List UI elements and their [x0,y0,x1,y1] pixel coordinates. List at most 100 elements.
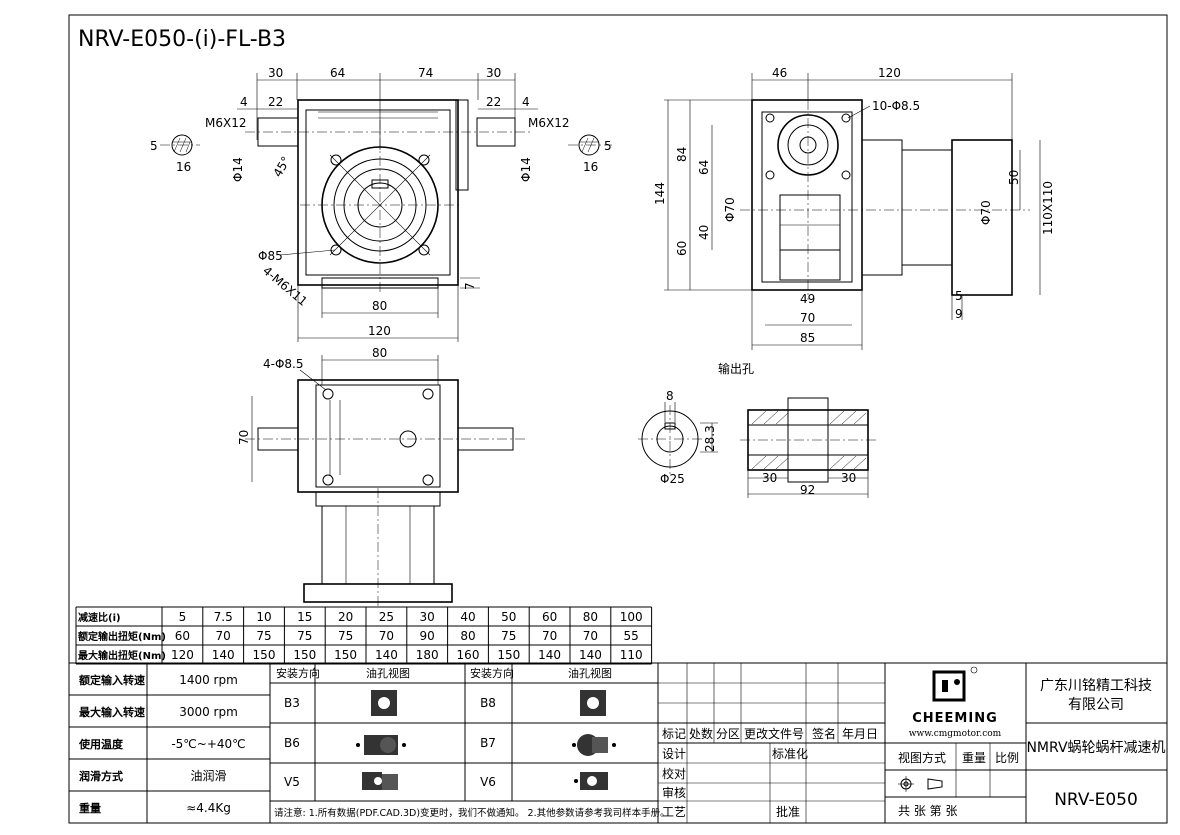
ratio-cell: 140 [579,648,602,662]
drawing-title: NRV-E050-(i)-FL-B3 [78,27,286,52]
ratio-cell: 60 [542,610,557,624]
ratio-cell: 70 [542,629,557,643]
ratio-cell: 150 [253,648,276,662]
pcd-label: Φ85 [258,249,283,263]
ratio-row-label: 减速比(i) [78,611,121,624]
mount-header-view-left: 油孔视图 [366,666,410,680]
ratio-cell: 80 [460,629,475,643]
ratio-cell: 140 [212,648,235,662]
ratio-cell: 110 [620,648,643,662]
ratio-label: 比例 [995,751,1019,765]
ratio-cell: 90 [420,629,435,643]
brand-name: CHEEMING [912,711,998,726]
spec-value: 3000 rpm [179,705,238,719]
sheet-border [68,14,1168,824]
model-name: NRV-E050 [1054,790,1138,810]
side-dim-144: 144 [653,182,667,205]
mount-table: 安装方向 油孔视图 安装方向 油孔视图 B3 B6 V5 B8 B7 V6 请注… [269,663,670,823]
weight-label: 重量 [962,751,986,765]
ratio-cell: 50 [501,610,516,624]
side-holes-label: 10-Φ8.5 [872,99,920,113]
ratio-cell: 150 [293,648,316,662]
mount-right-b7: B7 [480,736,496,750]
ratio-cell: 100 [620,610,643,624]
output-dim-30-right: 30 [841,471,856,485]
side-dim-64: 64 [697,160,711,175]
role-check: 校对 [662,766,686,781]
side-dim-46: 46 [772,66,787,80]
dim-120: 120 [368,324,391,338]
ratio-cell: 140 [375,648,398,662]
role-design: 设计 [662,747,686,761]
ratio-cell: 120 [171,648,194,662]
rev-h-doc: 更改文件号 [744,726,804,741]
front-view: 30 64 74 30 4 22 22 4 M6X12 M6X12 5 16 5… [150,66,612,342]
ratio-cell: 15 [297,610,312,624]
bottom-dim-80: 80 [372,346,387,360]
side-flange: 110X110 [1041,181,1055,235]
ratio-cell: 70 [379,629,394,643]
ratio-cell: 75 [256,629,271,643]
spec-label: 润滑方式 [79,769,123,783]
dim-7: 7 [463,282,477,290]
ratio-cell: 7.5 [214,610,233,624]
side-dim-85: 85 [800,331,815,345]
side-dim-9: 9 [955,307,963,321]
mount-header-dir-right: 安装方向 [470,666,514,680]
bottom-dim-70: 70 [237,430,251,445]
dim-74: 74 [418,66,433,80]
key-left-16: 16 [176,160,191,174]
ratio-cell: 180 [416,648,439,662]
ratio-cell: 70 [583,629,598,643]
bolt-right-label: M6X12 [528,116,569,130]
product-name: NMRV蜗轮蜗杆减速机 [1026,740,1165,756]
side-dim-60: 60 [675,241,689,256]
side-dim-40: 40 [697,225,711,240]
rev-h-date: 年月日 [842,727,878,741]
ratio-cell: 70 [216,629,231,643]
output-dim-28-3: 28.3 [703,425,717,452]
company-line1: 广东川铭精工科技 [1040,678,1152,694]
ratio-row-label: 额定输出扭矩(Nm) [78,630,166,643]
mount-left-v5: V5 [284,775,300,789]
side-dim-84: 84 [675,147,689,162]
ratio-cell: 150 [334,648,357,662]
rev-h-zone: 分区 [716,727,740,741]
spec-value: 1400 rpm [179,673,238,687]
title-block: 标记 处数 分区 更改文件号 签名 年月日 设计 校对 审核 工艺 标准化 批准… [658,663,1167,823]
mount-header-dir-left: 安装方向 [276,666,320,680]
mount-icon-b7 [572,734,616,756]
bolt-left-label: M6X12 [205,116,246,130]
key-right-5: 5 [604,139,612,153]
mount-icon-b6 [356,735,406,755]
output-hole-label: 输出孔 [718,361,754,376]
side-dim-50: 50 [1007,170,1021,185]
approve-label: 批准 [776,804,800,819]
dim-30-right: 30 [486,66,501,80]
mount-icon-b3 [371,690,397,716]
ratio-cell: 5 [179,610,187,624]
spec-value: -5℃~+40℃ [171,737,245,751]
output-dia: Φ25 [660,472,685,486]
ratio-cell: 160 [457,648,480,662]
side-dia-left: Φ70 [723,197,737,222]
ratio-cell: 75 [501,629,516,643]
spec-value: 油润滑 [190,769,226,783]
mount-icon-b8 [580,690,606,716]
key-right-16: 16 [583,160,598,174]
ratio-cell: 80 [583,610,598,624]
angle-label: 45° [270,154,293,179]
side-dim-5: 5 [955,289,963,303]
ratio-cell: 75 [297,629,312,643]
ratio-row-label: 最大输出扭矩(Nm) [78,649,166,662]
side-dim-120: 120 [878,66,901,80]
ratio-cell: 55 [624,629,639,643]
mount-right-v6: V6 [480,775,496,789]
role-review: 审核 [662,785,686,800]
projection-symbol-icon [898,776,943,792]
output-key-8: 8 [666,389,674,403]
